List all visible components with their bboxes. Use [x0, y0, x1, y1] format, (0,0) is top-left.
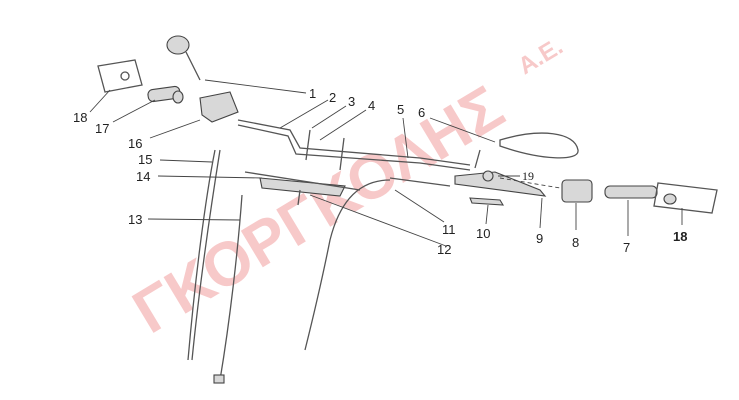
left-lever-assembly — [244, 171, 361, 206]
callout-11: 11 — [442, 222, 456, 237]
left-grip — [147, 85, 184, 104]
left-grip-end-kit — [97, 59, 143, 93]
callout-8: 8 — [572, 235, 579, 250]
left-switch-housing — [199, 91, 239, 123]
throttle-housing — [561, 179, 593, 203]
callout-7: 7 — [623, 240, 630, 255]
callout-6: 6 — [418, 105, 425, 120]
right-mirror — [474, 132, 579, 169]
callout-3: 3 — [348, 94, 355, 109]
callout-18-left: 18 — [73, 110, 87, 125]
callout-18-right: 18 — [673, 229, 687, 244]
right-grip-end-kit — [653, 182, 718, 214]
bolt — [339, 137, 345, 171]
callout-17: 17 — [95, 121, 109, 136]
right-lever-assembly — [454, 170, 561, 197]
callout-4: 4 — [368, 98, 375, 113]
callout-1: 1 — [309, 86, 316, 101]
callout-13: 13 — [128, 212, 142, 227]
left-mirror — [166, 35, 201, 81]
cable-end — [213, 374, 225, 384]
speedometer-cable — [219, 194, 243, 381]
callout-19: 19 — [522, 169, 534, 183]
cable-15 — [187, 149, 216, 361]
callout-labels: 1 2 3 4 5 6 7 8 9 10 11 12 13 14 15 16 1… — [73, 86, 687, 257]
callout-14: 14 — [136, 169, 150, 184]
callout-15: 15 — [138, 152, 152, 167]
lever-pin — [469, 197, 505, 206]
callout-2: 2 — [329, 90, 336, 105]
right-grip — [604, 185, 658, 199]
leader-lines — [89, 79, 683, 247]
callout-16: 16 — [128, 136, 142, 151]
watermark-suffix: Α.Ε. — [514, 33, 568, 80]
throttle-cable-end — [389, 177, 451, 187]
callout-9: 9 — [536, 231, 543, 246]
callout-10: 10 — [476, 226, 490, 241]
cable-15-inner — [191, 149, 221, 361]
bolt — [305, 129, 311, 161]
callout-5: 5 — [397, 102, 404, 117]
handlebar — [237, 119, 471, 171]
callout-12: 12 — [437, 242, 451, 257]
watermark-name: ΓΚΟΡΓΚΟΛΗΣ — [122, 73, 516, 347]
throttle-cable — [304, 179, 391, 351]
